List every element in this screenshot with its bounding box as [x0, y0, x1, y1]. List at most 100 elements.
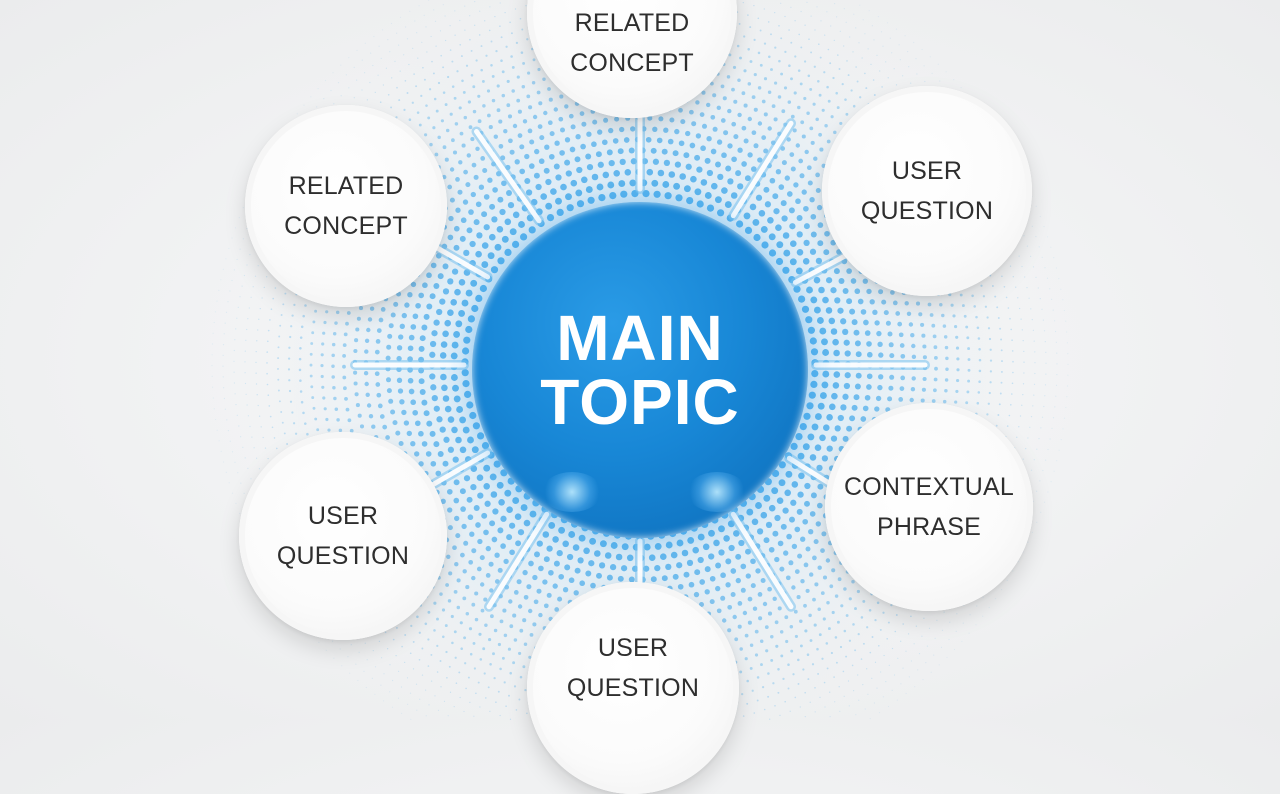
halftone-dot — [813, 306, 821, 314]
halftone-dot — [1017, 297, 1019, 299]
halftone-dot — [1033, 394, 1035, 396]
halftone-dot — [811, 423, 819, 431]
halftone-dot — [376, 392, 382, 398]
halftone-dot — [299, 379, 302, 382]
halftone-dot — [831, 568, 836, 573]
halftone-dot — [497, 196, 504, 203]
halftone-dot — [890, 290, 895, 295]
halftone-dot — [253, 447, 255, 449]
halftone-dot — [830, 328, 838, 335]
halftone-dot — [1012, 570, 1014, 572]
halftone-dot — [768, 504, 776, 512]
halftone-dot — [944, 378, 949, 382]
halftone-dot — [299, 336, 303, 339]
halftone-dot — [1060, 288, 1062, 290]
halftone-dot — [469, 411, 477, 420]
halftone-dot — [447, 234, 454, 241]
halftone-dot — [244, 382, 247, 385]
halftone-dot — [895, 311, 901, 316]
halftone-dot — [478, 184, 485, 190]
halftone-dot — [803, 239, 810, 247]
halftone-dot — [427, 610, 431, 614]
halftone-dot — [804, 500, 810, 507]
halftone-dot — [761, 685, 765, 689]
halftone-dot — [358, 651, 360, 653]
halftone-dot — [817, 565, 822, 570]
halftone-dot — [521, 28, 524, 31]
halftone-dot — [409, 692, 412, 694]
halftone-dot — [439, 352, 447, 359]
halftone-dot — [709, 599, 715, 605]
halftone-dot — [211, 375, 213, 377]
halftone-dot — [710, 114, 716, 120]
halftone-dot — [650, 576, 657, 583]
halftone-dot — [1043, 405, 1045, 408]
halftone-dot — [235, 502, 237, 504]
halftone-dot — [225, 258, 227, 260]
halftone-dot — [910, 82, 912, 84]
halftone-dot — [767, 21, 770, 23]
halftone-dot — [481, 79, 485, 83]
halftone-dot — [451, 60, 454, 63]
halftone-dot — [601, 139, 608, 146]
halftone-dot — [543, 167, 550, 174]
halftone-dot — [886, 22, 889, 24]
halftone-dot — [721, 152, 727, 159]
halftone-dot — [535, 183, 542, 191]
halftone-dot — [668, 171, 676, 178]
halftone-dot — [460, 55, 463, 58]
halftone-dot — [470, 137, 475, 142]
halftone-dot — [433, 319, 440, 326]
halftone-dot — [811, 663, 815, 666]
halftone-dot — [902, 623, 904, 625]
halftone-dot — [745, 573, 751, 579]
halftone-dot — [874, 406, 880, 412]
halftone-dot — [1034, 372, 1036, 375]
halftone-dot — [814, 711, 816, 713]
halftone-dot — [378, 45, 380, 47]
halftone-dot — [412, 668, 415, 670]
halftone-dot — [808, 38, 810, 40]
halftone-dot — [769, 177, 776, 184]
halftone-dot — [853, 690, 855, 692]
halftone-dot — [586, 163, 594, 171]
halftone-dot — [506, 103, 511, 108]
halftone-dot — [674, 161, 682, 168]
halftone-dot — [481, 442, 490, 450]
halftone-dot — [538, 158, 545, 165]
halftone-dot — [757, 51, 761, 55]
halftone-dot — [694, 154, 701, 161]
halftone-dot — [1033, 383, 1036, 385]
halftone-dot — [419, 335, 426, 342]
halftone-dot — [828, 317, 836, 325]
halftone-dot — [891, 689, 893, 692]
halftone-dot — [454, 515, 460, 522]
halftone-dot — [658, 116, 664, 122]
halftone-dot — [849, 36, 851, 38]
halftone-dot — [410, 324, 417, 330]
halftone-dot — [997, 317, 1000, 319]
halftone-dot — [498, 119, 503, 124]
halftone-dot — [235, 328, 237, 330]
halftone-dot — [844, 350, 851, 357]
halftone-dot — [806, 286, 813, 294]
halftone-dot — [463, 475, 471, 482]
halftone-dot — [322, 396, 326, 400]
halftone-dot — [877, 341, 883, 347]
halftone-dot — [404, 661, 406, 664]
halftone-dot — [1054, 320, 1056, 322]
halftone-dot — [257, 329, 259, 331]
halftone-dot — [866, 351, 873, 358]
halftone-dot — [231, 492, 234, 494]
halftone-dot — [475, 201, 482, 208]
halftone-dot — [921, 635, 923, 637]
halftone-dot — [868, 609, 872, 612]
halftone-dot — [763, 112, 768, 117]
halftone-dot — [763, 148, 769, 154]
halftone-dot — [421, 647, 424, 650]
halftone-dot — [437, 273, 444, 280]
halftone-dot — [252, 286, 254, 288]
halftone-dot — [1023, 372, 1025, 374]
halftone-dot — [468, 627, 473, 631]
halftone-dot — [1035, 236, 1037, 238]
